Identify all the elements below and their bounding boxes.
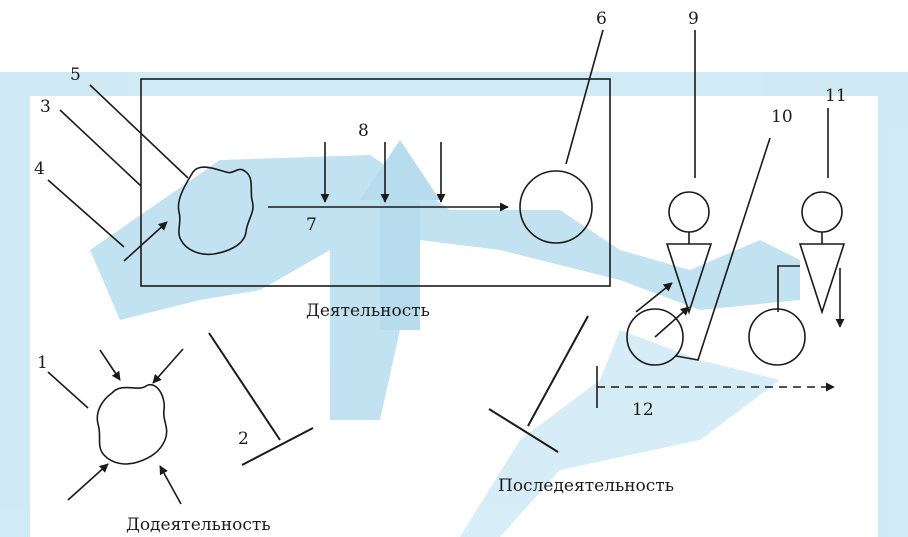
number-label-4: 4: [34, 159, 45, 179]
pre-arrow-bottom-left: [68, 464, 108, 500]
post-activity-label: Последеятельность: [498, 476, 674, 496]
pre-activity-label: Додеятельность: [126, 515, 271, 535]
leader-1: [48, 372, 88, 408]
leader-6: [566, 30, 603, 164]
leader-4: [48, 180, 124, 247]
number-label-10: 10: [771, 107, 793, 127]
pre-activity-blob-icon: [97, 385, 166, 464]
number-label-6: 6: [596, 9, 607, 29]
number-label-1: 1: [37, 353, 48, 373]
person-9-arrow-2: [655, 307, 689, 337]
activity-label: Деятельность: [306, 301, 430, 321]
person-9-head-icon: [669, 192, 709, 232]
watermark-logo: [0, 72, 908, 537]
number-label-2: 2: [238, 429, 249, 449]
pre-arrow-top-right: [153, 349, 183, 383]
leader-5: [90, 85, 188, 178]
number-label-7: 7: [306, 215, 317, 235]
t-shape-2-bar: [242, 428, 313, 465]
pre-arrow-bottom-right: [160, 466, 181, 504]
number-label-12: 12: [632, 400, 654, 420]
number-label-3: 3: [40, 97, 51, 117]
number-label-8: 8: [358, 121, 369, 141]
person-11-head-icon: [802, 192, 842, 232]
person-11-wheel-icon: [749, 309, 805, 365]
person-11-body-icon: [800, 244, 844, 312]
pre-arrow-top-left: [100, 350, 120, 380]
t-shape-2-stem: [209, 333, 280, 440]
number-label-11: 11: [825, 86, 847, 106]
number-label-5: 5: [70, 65, 81, 85]
number-label-9: 9: [688, 9, 699, 29]
